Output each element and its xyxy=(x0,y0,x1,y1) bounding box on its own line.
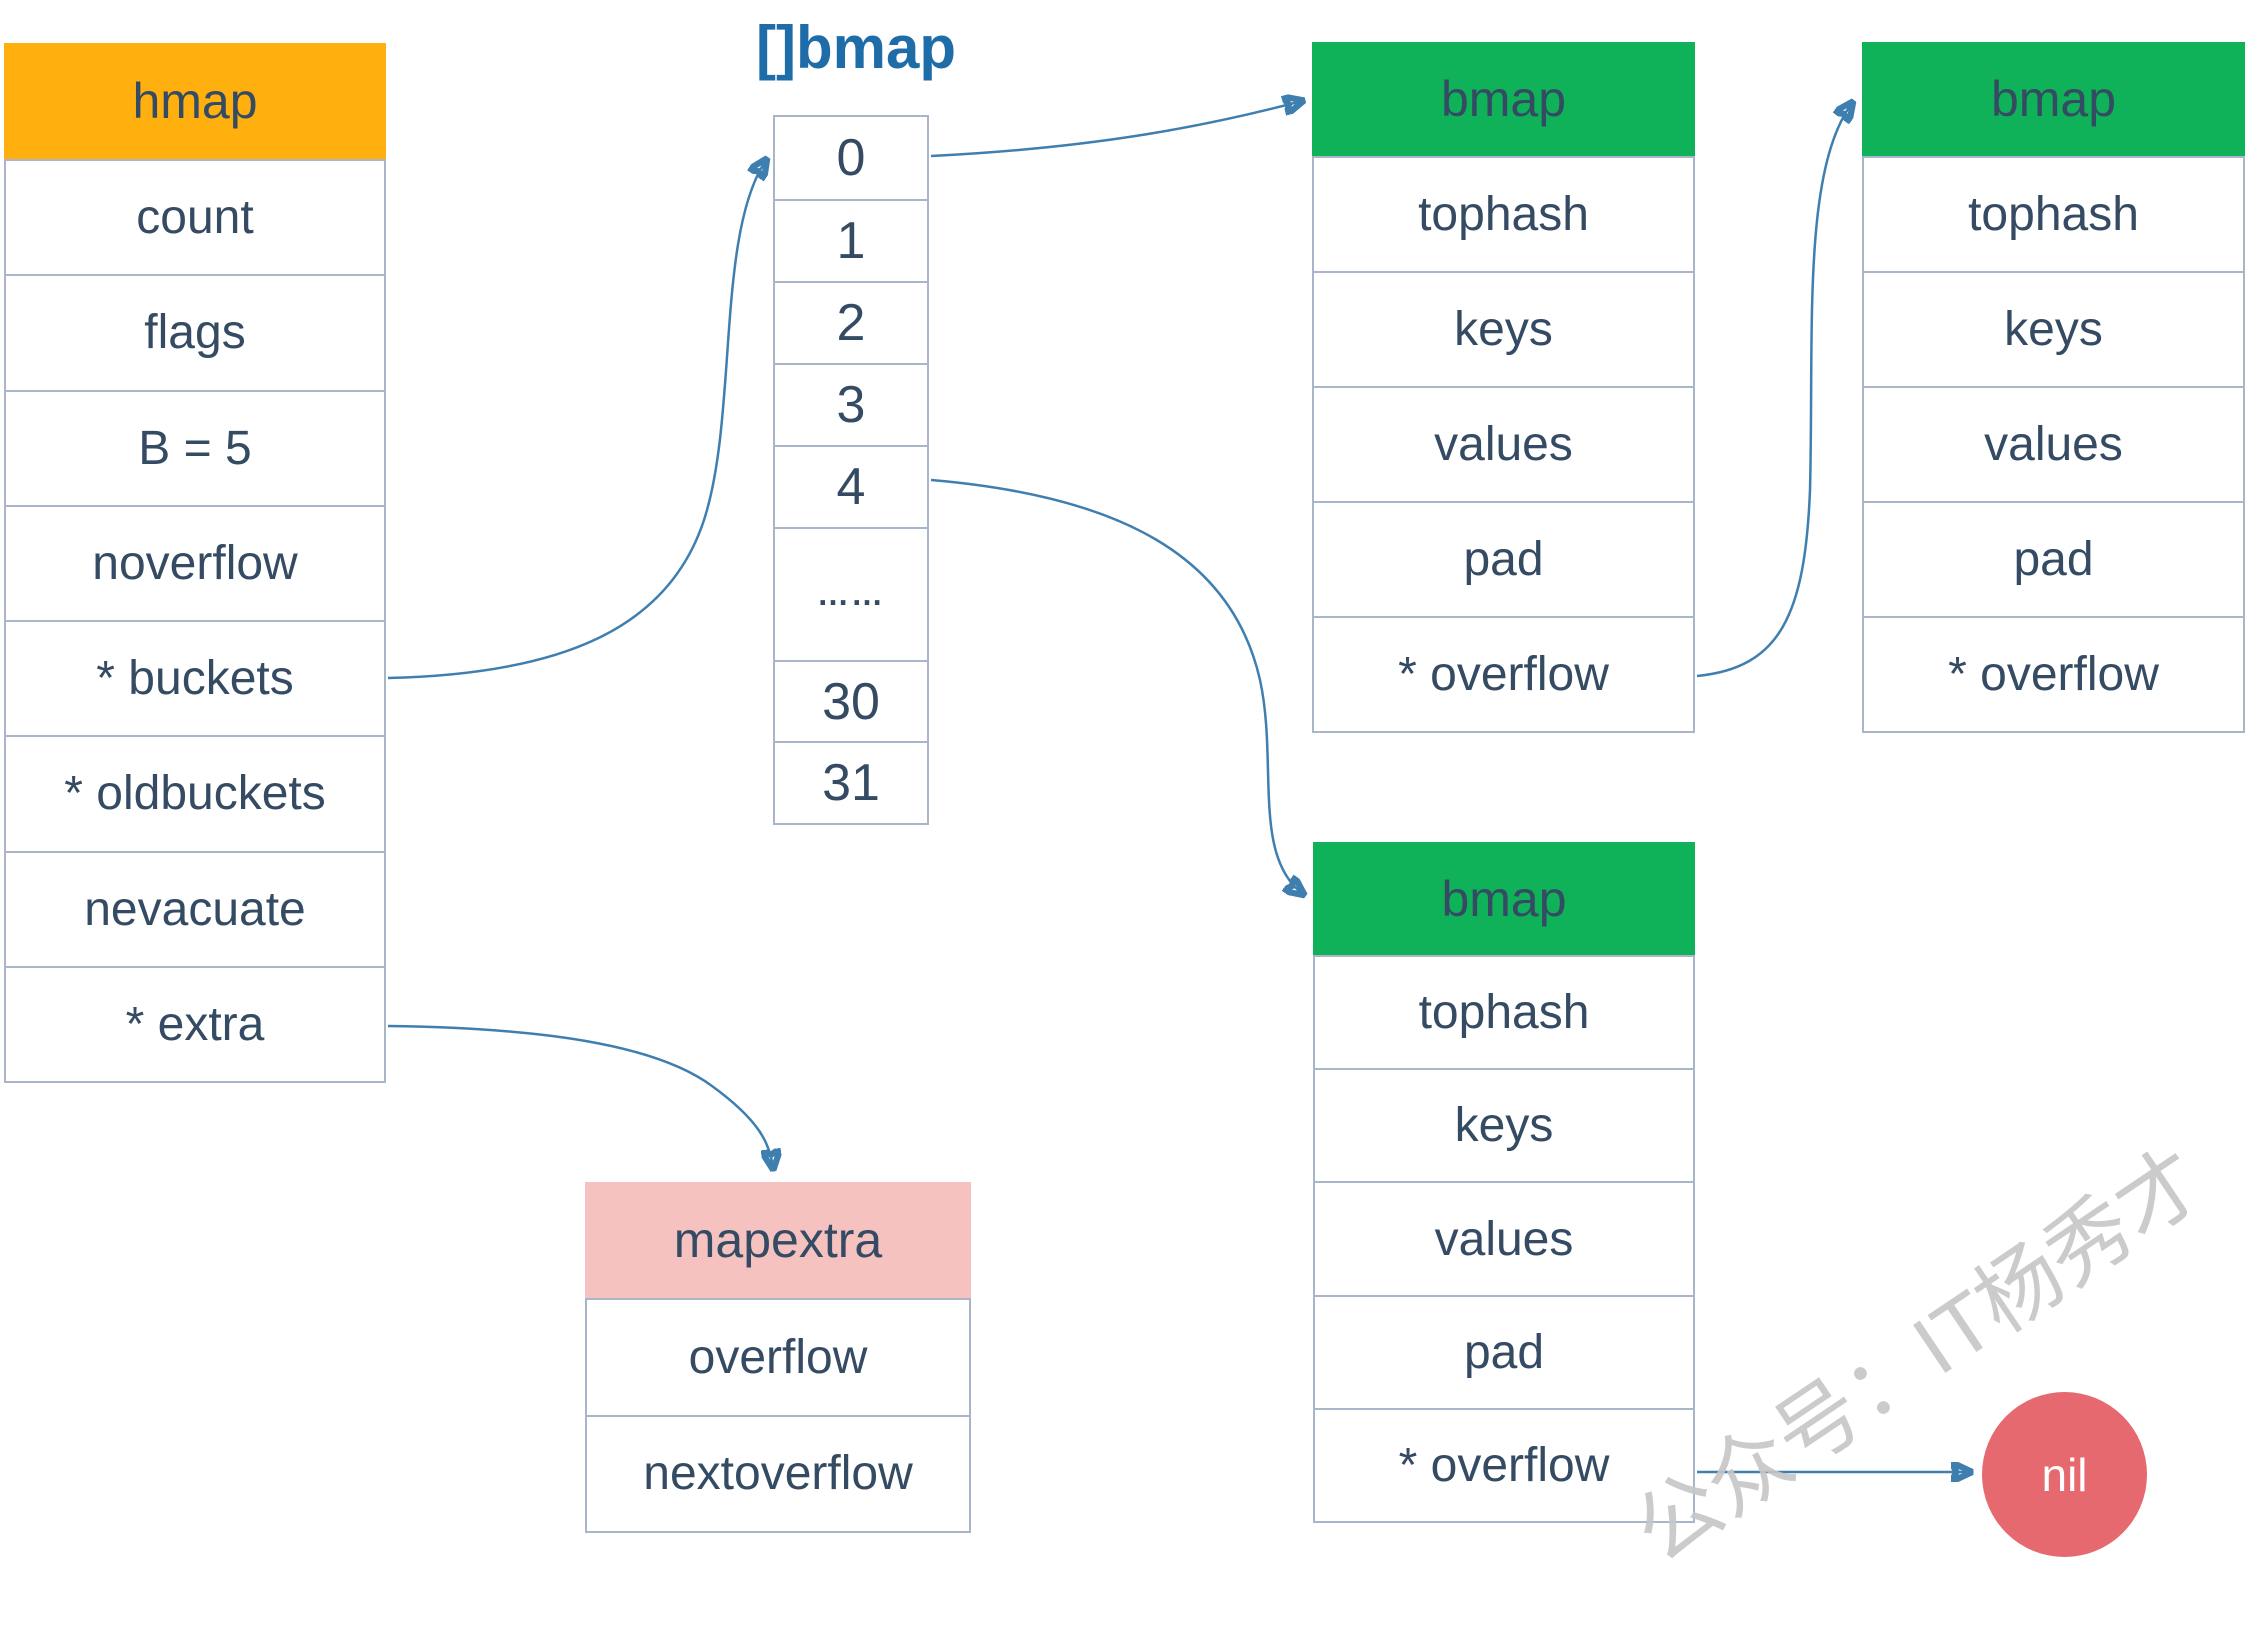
bmap2-header: bmap xyxy=(1862,42,2245,156)
bmap-row: values xyxy=(1314,386,1693,501)
hmap-row: B = 5 xyxy=(6,389,384,505)
arrow-buckets-to-array xyxy=(387,160,766,680)
bucket-array-title: []bmap xyxy=(756,13,956,81)
mapextra-table: mapextra overflow nextoverflow xyxy=(585,1182,971,1533)
bucket-array-cell: …… xyxy=(775,527,927,660)
hmap-row: * buckets xyxy=(6,620,384,735)
diagram-canvas: { "watermark": "公众号：IT杨秀才", "colors": { … xyxy=(4,13,2245,1580)
bucket-array-cell: 0 xyxy=(836,129,866,187)
bucket-array-cell: 2 xyxy=(775,281,927,363)
bucket-array-cell: 3 xyxy=(775,363,927,445)
hmap-row: * extra xyxy=(6,965,384,1081)
nil-node: nil xyxy=(1982,1392,2147,1557)
bmap-row: values xyxy=(1864,386,2243,501)
bucket-array-cell: 4 xyxy=(775,445,927,527)
mapextra-row: nextoverflow xyxy=(587,1414,969,1532)
nil-label: nil xyxy=(2041,1448,2088,1501)
mapextra-rows: overflow nextoverflow xyxy=(585,1298,971,1533)
bmap3-header: bmap xyxy=(1313,842,1695,955)
bmap-row: values xyxy=(1315,1181,1693,1294)
bmap-row: pad xyxy=(1864,501,2243,616)
bmap-row: * overflow xyxy=(1864,616,2243,731)
bmap-row: tophash xyxy=(1418,986,1590,1040)
bmap-row: keys xyxy=(1864,271,2243,386)
hmap-row: flags xyxy=(6,274,384,389)
hmap-row: nevacuate xyxy=(6,850,384,966)
hmap-row: * oldbuckets xyxy=(6,735,384,850)
bmap-row: tophash xyxy=(1418,188,1589,241)
bucket-array-cell: 31 xyxy=(775,741,927,823)
arrow-cell4-to-bmap3 xyxy=(930,478,1303,894)
hmap-row: noverflow xyxy=(6,504,384,620)
arrow-extra-to-mapextra xyxy=(387,1024,773,1168)
bmap-row: keys xyxy=(1314,271,1693,386)
bmap-row: * overflow xyxy=(1314,616,1693,731)
mapextra-header: mapextra xyxy=(585,1182,971,1298)
bmap-row: tophash xyxy=(1968,188,2139,241)
hmap-row: count xyxy=(136,191,254,245)
bucket-array-cell: 1 xyxy=(775,199,927,281)
bmap-row: pad xyxy=(1314,501,1693,616)
arrow-overflow1-to-bmap2 xyxy=(1696,103,1852,678)
bmap1-header: bmap xyxy=(1312,42,1695,156)
bmap-row: keys xyxy=(1315,1068,1693,1181)
bucket-array-cell: 30 xyxy=(775,660,927,741)
arrow-cell0-to-bmap1 xyxy=(930,101,1302,158)
mapextra-row: overflow xyxy=(688,1330,868,1384)
hmap-header: hmap xyxy=(4,43,386,159)
bmap-row: pad xyxy=(1315,1294,1693,1408)
bmap-row: * overflow xyxy=(1315,1407,1693,1521)
